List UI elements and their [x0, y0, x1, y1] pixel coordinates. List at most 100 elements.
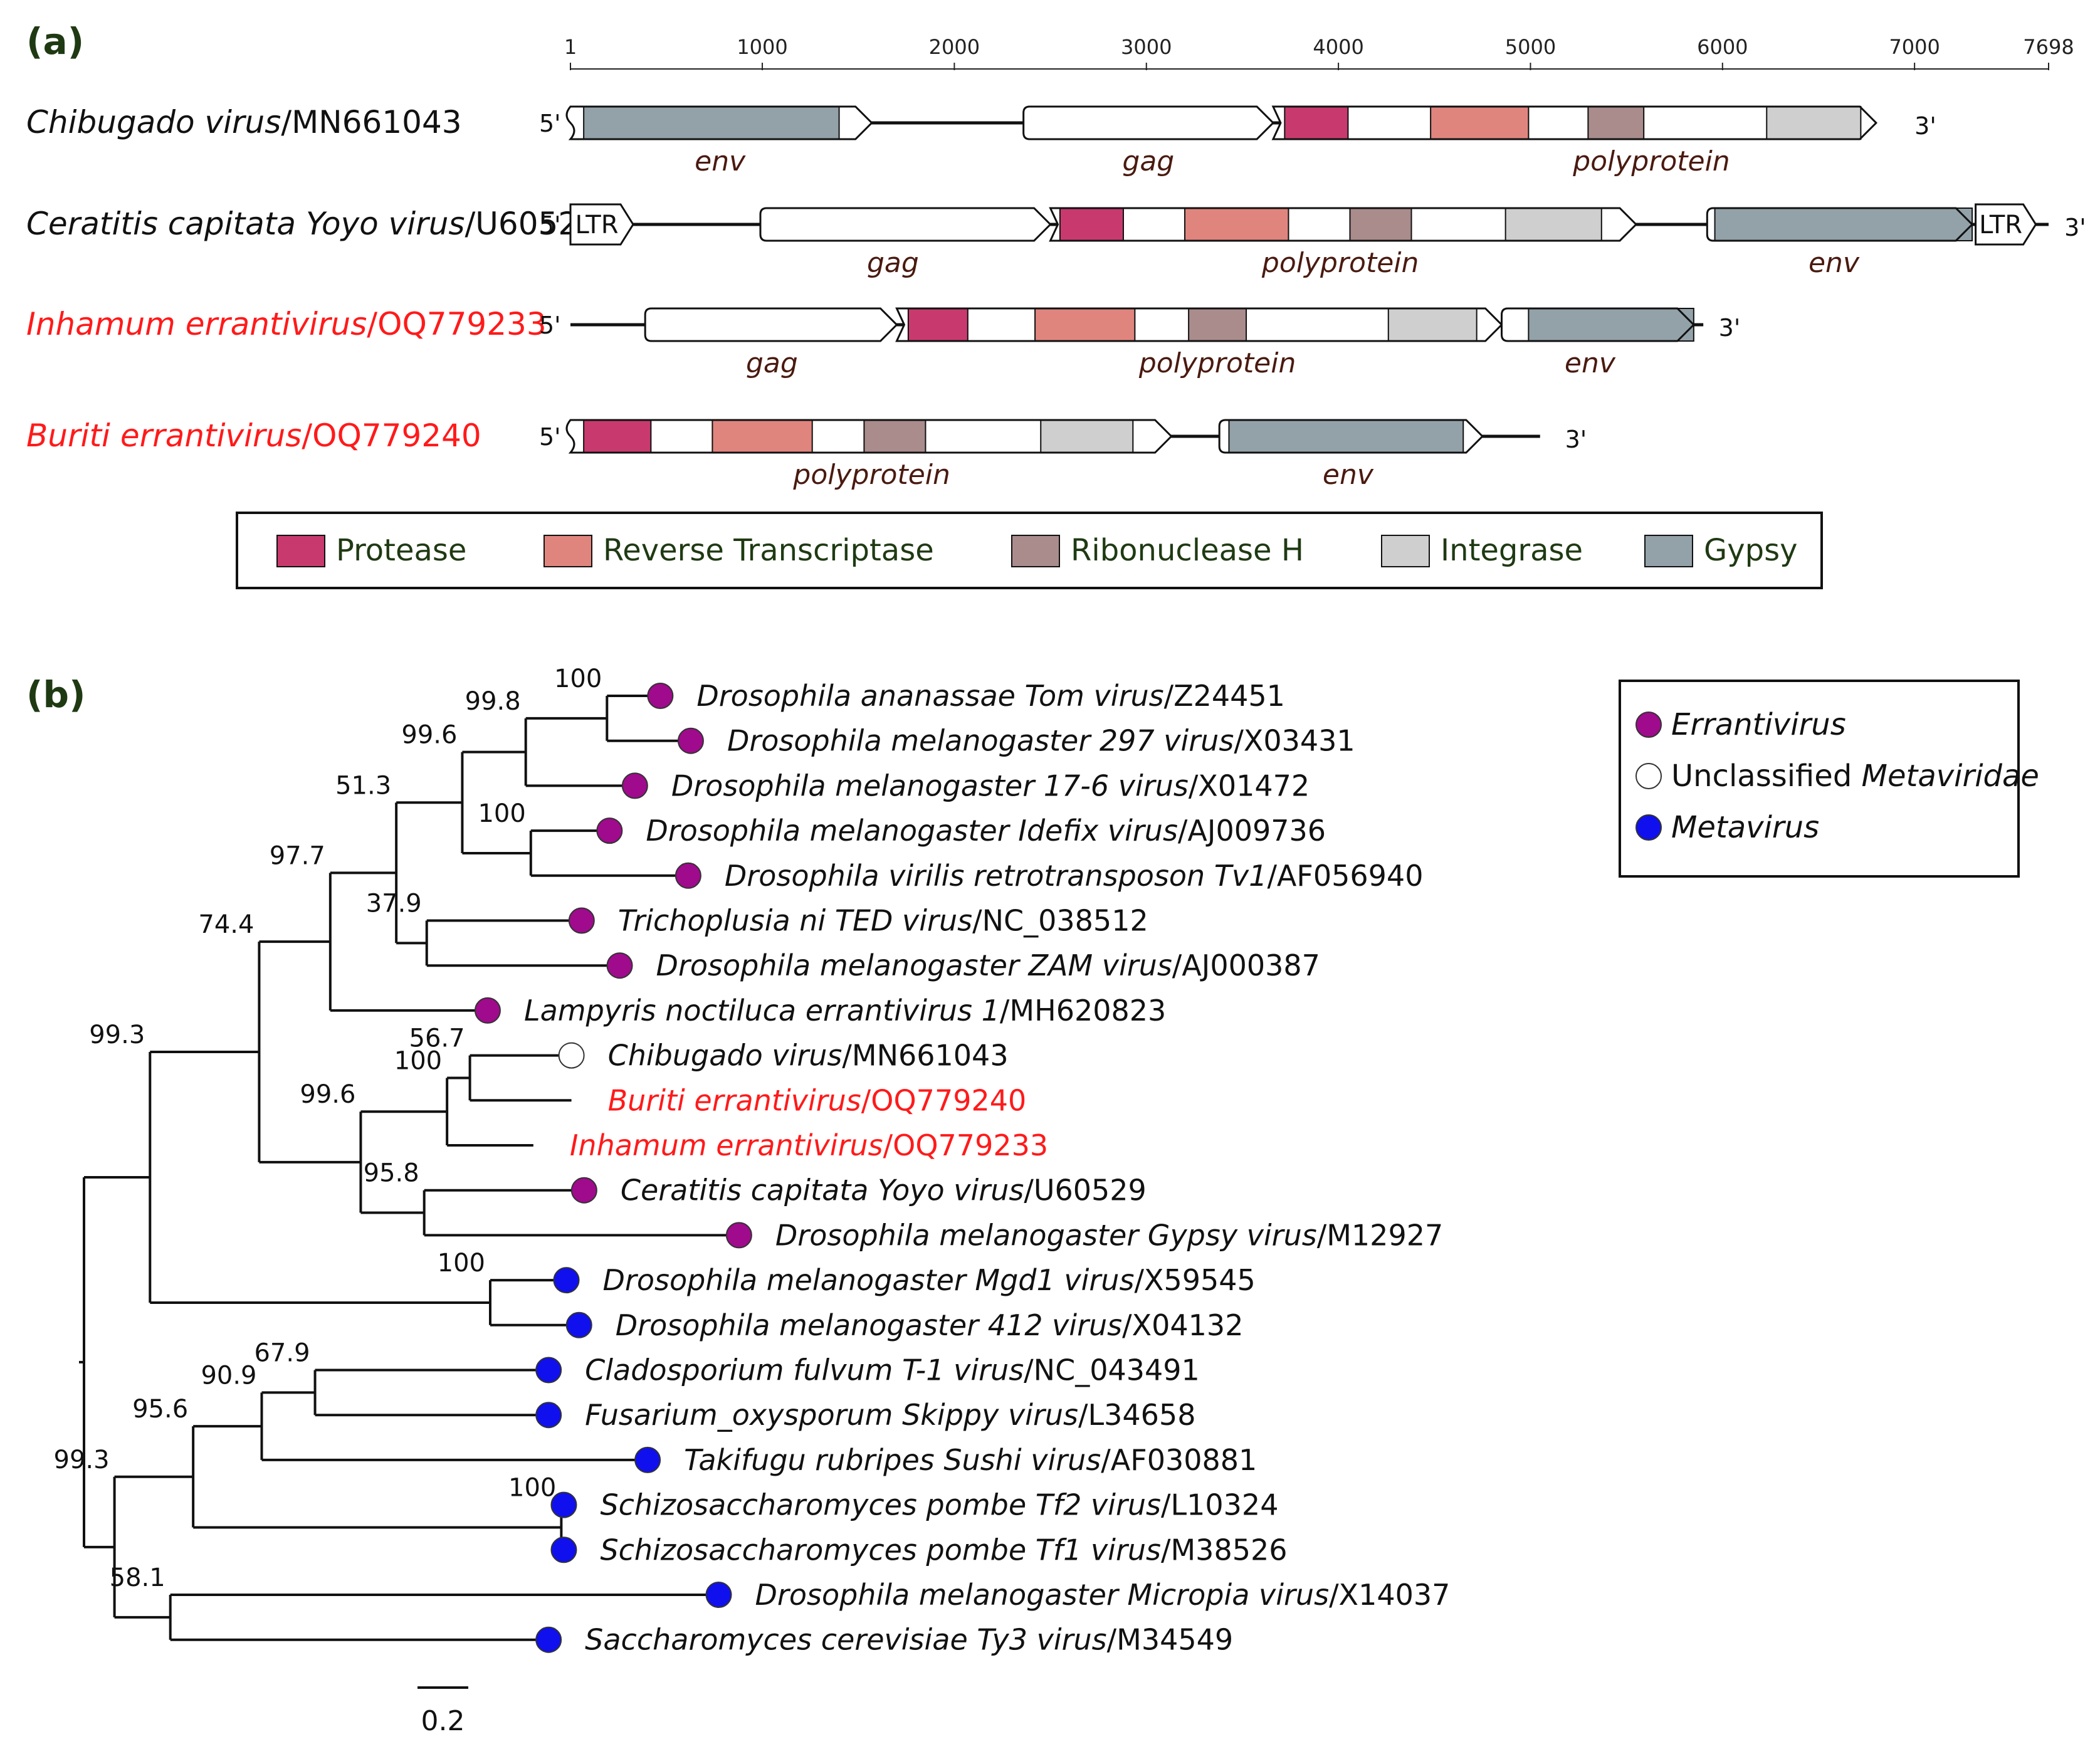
orf-label: polyprotein — [1572, 145, 1730, 177]
orf: env — [565, 105, 873, 177]
legend-label: Gypsy — [1704, 533, 1797, 568]
leaf-marker — [535, 1626, 562, 1653]
axis-tick-label: 7000 — [1889, 35, 1940, 59]
five-prime-label: 5' — [539, 110, 561, 137]
domain-legend: Protease Reverse Transcriptase Ribonucleas… — [236, 512, 1823, 589]
orf-fill — [1023, 107, 1273, 139]
legend-item: Protease — [276, 533, 466, 568]
support-value: 90.9 — [201, 1361, 256, 1390]
support-value: 97.7 — [270, 841, 325, 870]
support-value: 51.3 — [335, 771, 391, 800]
axis-tick-label: 1000 — [737, 35, 787, 59]
support-value: 99.6 — [401, 721, 457, 750]
orf: polyprotein — [565, 419, 1173, 491]
leaf-label: Drosophila melanogaster 412 virus/X04132 — [616, 1308, 1244, 1342]
legend-swatch — [1381, 535, 1430, 567]
leaf-marker — [675, 862, 701, 889]
domain-reverse-transcriptase — [1430, 106, 1530, 140]
leaf-marker — [634, 1446, 661, 1473]
leaf-label: Drosophila virilis retrotransposon Tv1/A… — [725, 859, 1424, 893]
ltr-box — [569, 203, 634, 246]
domain-ribonuclease-h — [1349, 207, 1412, 241]
leaf-label: Drosophila ananassae Tom virus/Z24451 — [696, 679, 1285, 713]
legend-item: Errantivirus — [1635, 707, 1846, 742]
leaf-marker — [725, 1222, 752, 1249]
domain-reverse-transcriptase — [1184, 207, 1289, 241]
legend-swatch — [276, 535, 325, 567]
leaf-label: Takifugu rubripes Sushi virus/AF030881 — [684, 1443, 1257, 1477]
support-value: 99.6 — [300, 1080, 355, 1109]
orf-label: polyprotein — [1138, 347, 1296, 379]
orf: polyprotein — [895, 307, 1503, 379]
leaf-label: Trichoplusia ni TED virus/NC_038512 — [618, 904, 1148, 938]
leaf-marker — [550, 1491, 577, 1518]
orf-label: env — [695, 145, 746, 177]
leaf-label: Chibugado virus/MN661043 — [608, 1039, 1009, 1073]
domain-protease — [1059, 207, 1124, 241]
legend-label: Ribonuclease H — [1071, 533, 1304, 568]
orf-label: gag — [1122, 145, 1174, 177]
orf-label: env — [1809, 247, 1860, 279]
leaf-label: Schizosaccharomyces pombe Tf2 virus/L103… — [600, 1488, 1278, 1522]
domain-reverse-transcriptase — [711, 419, 813, 453]
leaf-marker — [558, 1042, 585, 1069]
support-value: 95.6 — [132, 1395, 188, 1424]
domain-gypsy — [1228, 419, 1464, 453]
orf-label: gag — [746, 347, 798, 379]
orf: env — [1501, 307, 1695, 379]
legend-marker — [1635, 763, 1662, 789]
orf-fill — [645, 308, 897, 341]
leaf-label: Lampyris noctiluca errantivirus 1/MH6208… — [524, 994, 1166, 1027]
leaf-marker — [550, 1537, 577, 1563]
orf-outline — [1706, 207, 1974, 242]
five-prime-label: 5' — [539, 423, 561, 451]
leaf-marker — [553, 1267, 580, 1294]
leaf-label: Drosophila melanogaster Micropia virus/X… — [755, 1578, 1451, 1612]
leaf-label: Drosophila melanogaster Mgd1 virus/X5954… — [603, 1263, 1256, 1297]
orf: env — [1706, 207, 1974, 279]
domain-integrase — [1387, 308, 1478, 342]
orf: polyprotein — [1049, 207, 1638, 279]
support-value: 100 — [394, 1046, 442, 1075]
domain-ribonuclease-h — [1188, 308, 1247, 342]
phylogenetic-tree: Drosophila ananassae Tom virus/Z24451Dro… — [54, 665, 1451, 1657]
three-prime-label: 3' — [1719, 314, 1741, 342]
support-value: 99.3 — [54, 1446, 110, 1474]
legend-label: Reverse Transcriptase — [603, 533, 934, 568]
panel-b-letter: (b) — [26, 673, 86, 716]
orf-outline — [759, 207, 1052, 242]
legend-swatch — [1644, 535, 1693, 567]
support-value: 95.8 — [364, 1159, 419, 1188]
orf-outline — [1022, 105, 1275, 140]
orf-label: env — [1565, 347, 1616, 379]
leaf-marker — [535, 1402, 562, 1429]
axis-tick-label: 4000 — [1313, 35, 1363, 59]
scale-bar: 0.2 — [417, 1686, 468, 1737]
leaf-marker — [596, 817, 623, 844]
support-value: 99.8 — [465, 687, 521, 716]
genome-label: Buriti errantivirus/OQ779240 — [26, 418, 481, 454]
leaf-marker — [621, 772, 648, 799]
domain-protease — [907, 308, 969, 342]
orf: polyprotein — [1271, 105, 1878, 177]
axis-tick-label: 6000 — [1697, 35, 1748, 59]
orf: gag — [644, 307, 898, 379]
ltr-label: LTR — [1979, 211, 2022, 239]
support-value: 56.7 — [409, 1024, 465, 1053]
legend-swatch — [543, 535, 592, 567]
leaf-label: Drosophila melanogaster ZAM virus/AJ0003… — [656, 948, 1320, 982]
leaf-label: Schizosaccharomyces pombe Tf1 virus/M385… — [600, 1533, 1287, 1567]
axis-tick-label: 7698 — [2023, 35, 2074, 59]
domain-gypsy — [583, 106, 840, 140]
domain-protease — [1284, 106, 1349, 140]
legend-marker — [1635, 814, 1662, 841]
legend-label: Integrase — [1441, 533, 1583, 568]
legend-item: Reverse Transcriptase — [543, 533, 934, 568]
leaf-marker — [570, 1177, 597, 1204]
legend-label: Unclassified Metaviridae — [1671, 759, 2039, 794]
